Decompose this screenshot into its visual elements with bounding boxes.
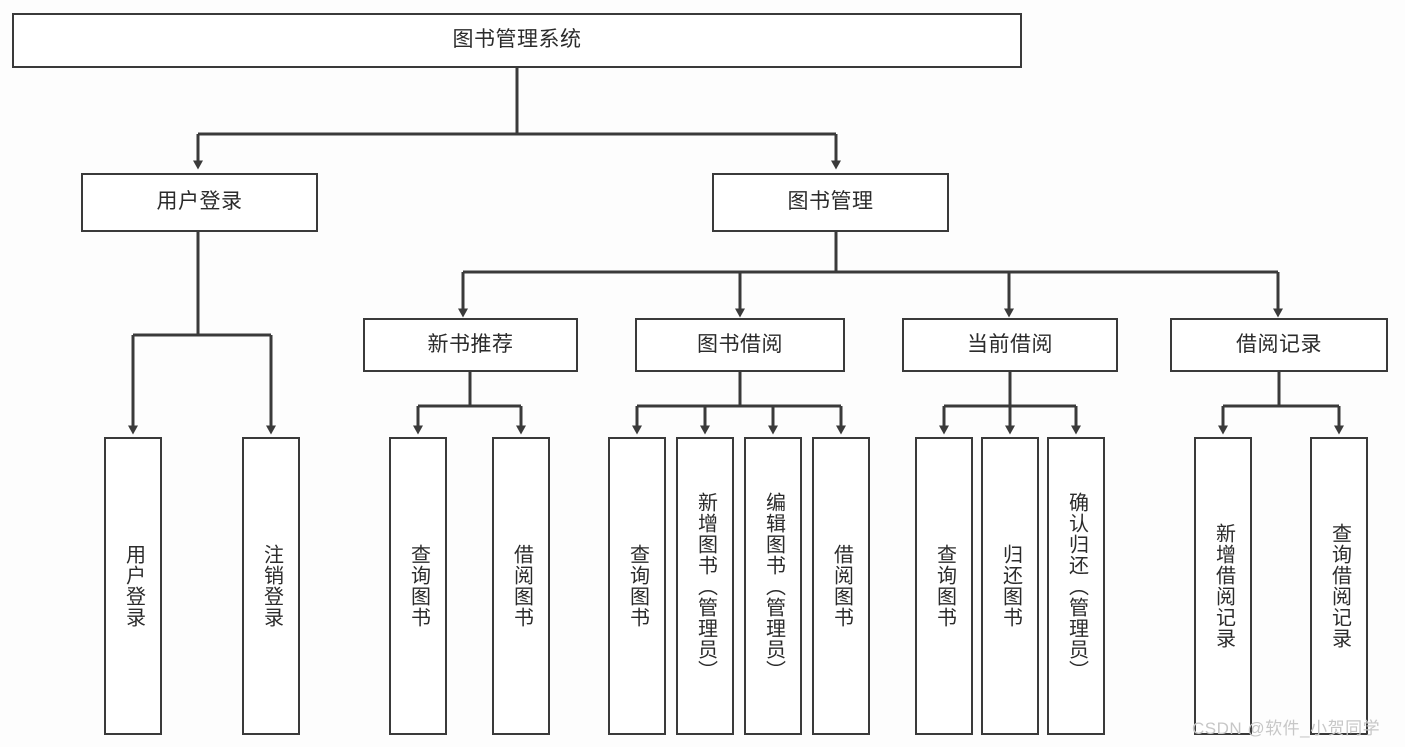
node-leaf-query-book-2-label: 查询图书 bbox=[626, 544, 649, 628]
node-leaf-add-book-label: 新增图书（管理员） bbox=[694, 491, 717, 681]
node-leaf-query-book-2[interactable]: 查询图书 bbox=[608, 437, 666, 735]
node-leaf-query-book-1[interactable]: 查询图书 bbox=[389, 437, 447, 735]
node-leaf-user-login[interactable]: 用户登录 bbox=[104, 437, 162, 735]
node-new-book-recommend-label: 新书推荐 bbox=[427, 332, 514, 356]
node-leaf-return-book-label: 归还图书 bbox=[999, 544, 1022, 628]
node-leaf-return-book[interactable]: 归还图书 bbox=[981, 437, 1039, 735]
node-leaf-query-book-3[interactable]: 查询图书 bbox=[915, 437, 973, 735]
node-leaf-logout-login[interactable]: 注销登录 bbox=[242, 437, 300, 735]
node-leaf-borrow-book-1-label: 借阅图书 bbox=[510, 544, 533, 628]
node-current-borrow[interactable]: 当前借阅 bbox=[902, 318, 1118, 372]
node-leaf-add-borrow-record-label: 新增借阅记录 bbox=[1212, 523, 1235, 649]
node-root[interactable]: 图书管理系统 bbox=[12, 13, 1022, 68]
node-book-borrow[interactable]: 图书借阅 bbox=[635, 318, 845, 372]
node-book-manage[interactable]: 图书管理 bbox=[712, 173, 949, 232]
node-user-login-label: 用户登录 bbox=[156, 190, 243, 214]
node-leaf-confirm-return[interactable]: 确认归还（管理员） bbox=[1047, 437, 1105, 735]
node-borrow-record-label: 借阅记录 bbox=[1236, 332, 1322, 356]
node-leaf-borrow-book-2-label: 借阅图书 bbox=[830, 544, 853, 628]
node-leaf-borrow-book-2[interactable]: 借阅图书 bbox=[812, 437, 870, 735]
node-leaf-borrow-book-1[interactable]: 借阅图书 bbox=[492, 437, 550, 735]
node-book-borrow-label: 图书借阅 bbox=[697, 332, 783, 356]
node-book-manage-label: 图书管理 bbox=[787, 190, 874, 214]
node-leaf-user-login-label: 用户登录 bbox=[122, 544, 145, 628]
node-leaf-confirm-return-label: 确认归还（管理员） bbox=[1065, 491, 1088, 681]
node-leaf-add-book[interactable]: 新增图书（管理员） bbox=[676, 437, 734, 735]
node-leaf-add-borrow-record[interactable]: 新增借阅记录 bbox=[1194, 437, 1252, 735]
node-leaf-query-book-1-label: 查询图书 bbox=[407, 544, 430, 628]
node-borrow-record[interactable]: 借阅记录 bbox=[1170, 318, 1388, 372]
node-leaf-query-borrow-record[interactable]: 查询借阅记录 bbox=[1310, 437, 1368, 735]
node-current-borrow-label: 当前借阅 bbox=[967, 332, 1053, 356]
node-leaf-query-borrow-record-label: 查询借阅记录 bbox=[1328, 523, 1351, 649]
node-root-label: 图书管理系统 bbox=[452, 28, 582, 52]
node-new-book-recommend[interactable]: 新书推荐 bbox=[363, 318, 578, 372]
node-leaf-query-book-3-label: 查询图书 bbox=[933, 544, 956, 628]
node-user-login[interactable]: 用户登录 bbox=[81, 173, 318, 232]
node-leaf-edit-book[interactable]: 编辑图书（管理员） bbox=[744, 437, 802, 735]
node-leaf-edit-book-label: 编辑图书（管理员） bbox=[762, 491, 785, 681]
node-leaf-logout-login-label: 注销登录 bbox=[260, 544, 283, 628]
